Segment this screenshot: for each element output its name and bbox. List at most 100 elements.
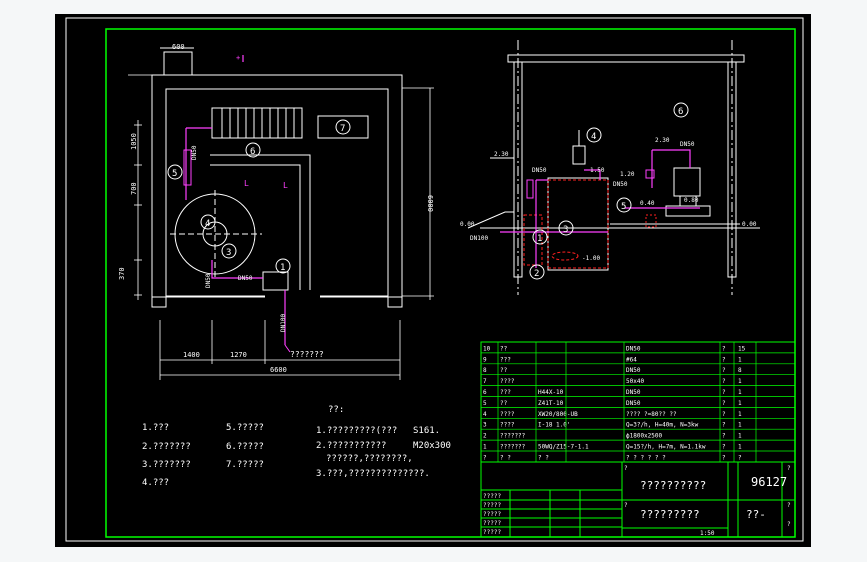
svg-text:DN50: DN50 <box>613 181 628 188</box>
control-cabinet-plan <box>317 115 369 139</box>
svg-text:?: ? <box>787 521 791 528</box>
plan-view: 600 L <box>118 43 434 380</box>
project-name: ????????? <box>640 508 700 521</box>
table-cell-unit: ? <box>722 367 726 374</box>
legend-item-2: 2.??????? <box>142 442 191 452</box>
lvl-230-right: 2.30 <box>655 137 670 144</box>
table-cell-no: 5 <box>483 400 487 407</box>
table-cell-spec: DN50 <box>626 367 641 374</box>
plan-callout-7: 7 <box>340 124 345 134</box>
table-cell-spec: DN50 <box>626 400 641 407</box>
table-cell-model: Z41T-10 <box>538 400 564 407</box>
table-cell-spec: DN50 <box>626 389 641 396</box>
lvl-150: 1.50 <box>590 167 605 174</box>
filter-plan <box>183 149 192 186</box>
table-row: 9???#64?1 <box>483 356 742 363</box>
legend-item-1: 1.??? <box>142 423 169 433</box>
dim-bottom-1: 1400 <box>183 351 200 359</box>
table-row: 10??DN50?15 <box>483 345 746 352</box>
svg-text:?: ? <box>787 465 791 472</box>
svg-text:M20x300: M20x300 <box>413 441 451 451</box>
svg-text:DN50: DN50 <box>191 145 198 160</box>
table-cell-qty: 1 <box>738 389 742 396</box>
table-cell-spec: Q=3?/h, H=40m, N=3kw <box>626 422 699 429</box>
svg-text:DN100: DN100 <box>470 235 488 242</box>
table-cell-spec: DN50 <box>626 345 641 352</box>
svg-text:?????: ????? <box>483 520 501 527</box>
table-cell-name: ?? <box>500 345 508 352</box>
table-cell-spec: 50x40 <box>626 378 644 385</box>
dim-left-1: 1050 <box>130 133 138 150</box>
dim-bottom-2: 1270 <box>230 351 247 359</box>
table-cell-no: 6 <box>483 389 487 396</box>
plan-callout-6: 6 <box>250 147 255 157</box>
svg-text:?????: ????? <box>483 493 501 500</box>
legend-item-3: 3.??????? <box>142 460 191 470</box>
plan-callout-4: 4 <box>205 219 210 229</box>
table-cell-no: 2 <box>483 433 487 440</box>
table-cell-spec: ф1800x2500 <box>626 433 663 440</box>
table-row: 7????50x40?1 <box>483 378 742 385</box>
table-cell-spec: ???? ?=80?? ?? <box>626 411 677 418</box>
svg-text:?????: ????? <box>483 502 501 509</box>
svg-text:L: L <box>244 179 249 188</box>
table-row: 2???????ф1800x2500?1 <box>483 433 742 440</box>
sheet-label: ??- <box>746 508 766 521</box>
dim-bottom-total: 6600 <box>270 366 287 374</box>
table-cell-unit: ? <box>722 411 726 418</box>
drawing-canvas <box>55 14 811 547</box>
table-cell-unit: ? <box>722 433 726 440</box>
scale: 1:50 <box>700 530 715 537</box>
table-cell-model: 50WQ/Z15-7-1.1 <box>538 444 589 451</box>
plan-dn50: DN50 <box>238 275 253 282</box>
parts-table: 10??DN50?159???#64?18??DN50?87????50x40?… <box>480 341 796 463</box>
table-cell-spec: #64 <box>626 356 637 363</box>
table-cell-name: ??? <box>500 389 511 396</box>
roof-slab <box>507 54 745 63</box>
svg-text:S161.: S161. <box>413 426 440 436</box>
table-cell-name: ?? <box>500 400 508 407</box>
table-cell-qty: 15 <box>738 345 746 352</box>
lvl-230-left: 2.30 <box>494 151 509 158</box>
table-cell-qty: 1 <box>738 400 742 407</box>
legend-item-6: 6.????? <box>226 442 264 452</box>
svg-text:DN50: DN50 <box>680 141 695 148</box>
table-cell-unit: ? <box>722 345 726 352</box>
legend-item-4: 4.??? <box>142 478 169 488</box>
table-cell-unit: ? <box>722 389 726 396</box>
dim-right: 6000 <box>426 195 434 212</box>
table-header: ?? ?? ?? ? ? ? ? ??? <box>483 454 742 461</box>
lvl-120: 1.20 <box>620 171 635 178</box>
table-cell-no: 3 <box>483 422 487 429</box>
table-cell-model: I-18 1.0' <box>538 422 571 429</box>
lvl-080: 0.80 <box>684 197 699 204</box>
notes: ??: 1.?????????(??? S161. 2.??????????? … <box>316 405 451 479</box>
table-cell-name: ?? <box>500 367 508 374</box>
table-cell-unit: ? <box>722 444 726 451</box>
table-cell-spec: ? ? ? ? ? ? <box>626 454 666 461</box>
section-callout-2: 2 <box>534 269 539 279</box>
table-cell-no: 9 <box>483 356 487 363</box>
table-cell-name: ??? <box>500 356 511 363</box>
lvl-040: 0.40 <box>640 200 655 207</box>
drawing-title: ?????????? <box>640 479 706 492</box>
lvl-000-left: 0.00 <box>460 221 475 228</box>
section-callout-5: 5 <box>621 202 626 212</box>
plan-dn100: DN100 <box>280 314 287 332</box>
legend-item-7: 7.????? <box>226 460 264 470</box>
table-cell-name: ???? <box>500 378 515 385</box>
table-cell-name: ???? <box>500 411 515 418</box>
table-cell-no: 4 <box>483 411 487 418</box>
svg-text:+: + <box>236 54 240 62</box>
note-2: 2.??????????? <box>316 441 386 451</box>
svg-text:?: ? <box>624 465 628 472</box>
notes-title: ??: <box>328 405 344 415</box>
table-cell-model: XW20/800-UB <box>538 411 578 418</box>
svg-text:L: L <box>283 181 288 190</box>
drawing-number: 96127 <box>751 475 787 489</box>
outer-frame <box>65 17 804 542</box>
table-cell-qty: 1 <box>738 411 742 418</box>
